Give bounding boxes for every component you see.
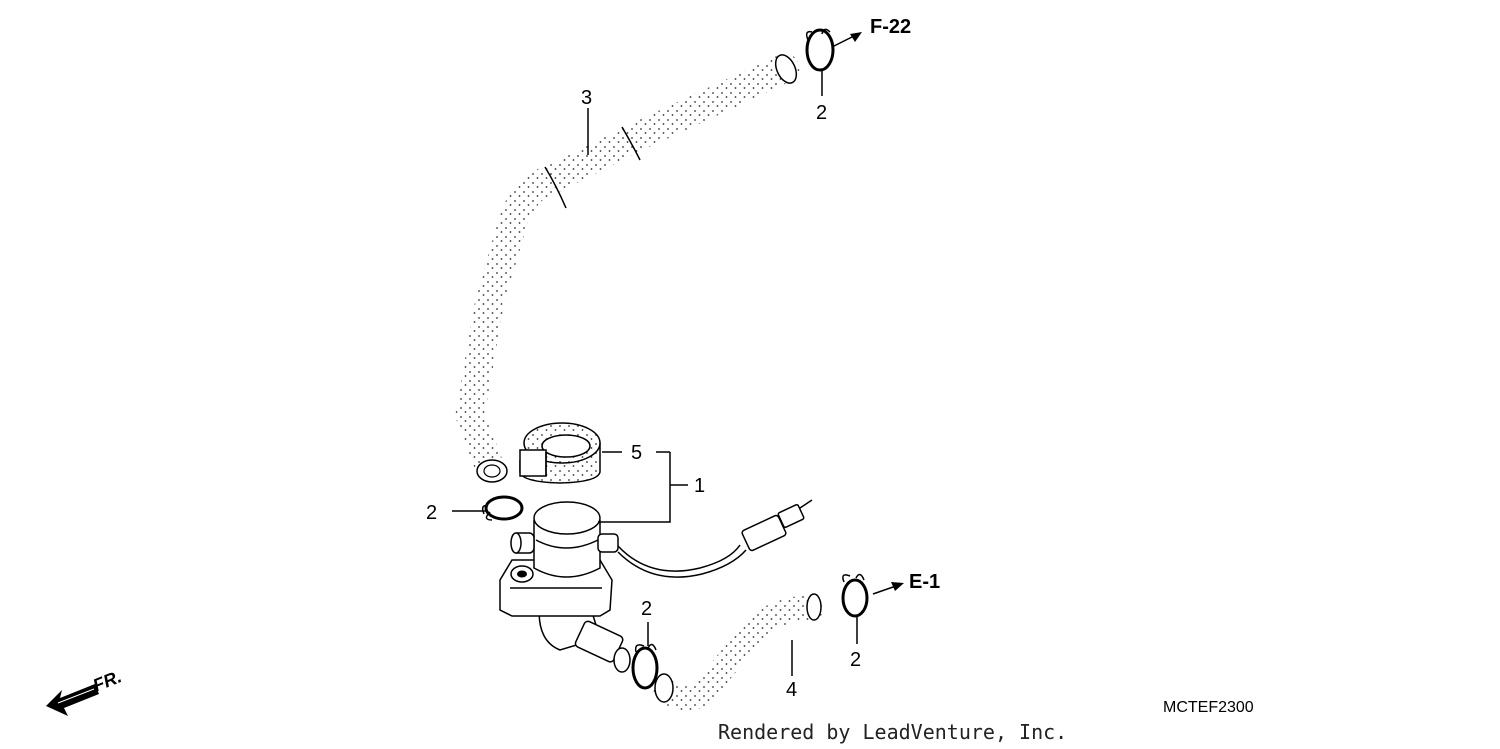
callout-1: 1 (694, 475, 705, 497)
valve-assembly-1 (499, 499, 813, 673)
clamp-left (481, 495, 524, 521)
callout-5: 5 (631, 442, 642, 464)
callout-2-top: 2 (816, 102, 827, 124)
front-arrow-icon (46, 684, 99, 716)
callout-2-left: 2 (426, 502, 437, 524)
clamp-top (805, 28, 835, 72)
part-code: MCTEF2300 (1163, 699, 1254, 716)
hose-3 (455, 53, 800, 483)
hose-4 (652, 593, 825, 711)
clamp-right (841, 573, 869, 618)
callout-2-mid: 2 (641, 598, 652, 620)
arrow-to-e1 (872, 582, 904, 595)
clamp-mid (631, 643, 659, 690)
callout-3: 3 (581, 87, 592, 109)
front-label: FR. (90, 666, 124, 695)
callout-2-right: 2 (850, 649, 861, 671)
leader-lines (452, 70, 858, 676)
callout-4: 4 (786, 679, 797, 701)
reference-e1: E-1 (909, 571, 940, 593)
credit-text: Rendered by LeadVenture, Inc. (718, 720, 1067, 744)
rubber-mount-5 (519, 422, 601, 484)
arrow-to-f22 (833, 32, 862, 47)
reference-f22: F-22 (870, 16, 911, 38)
